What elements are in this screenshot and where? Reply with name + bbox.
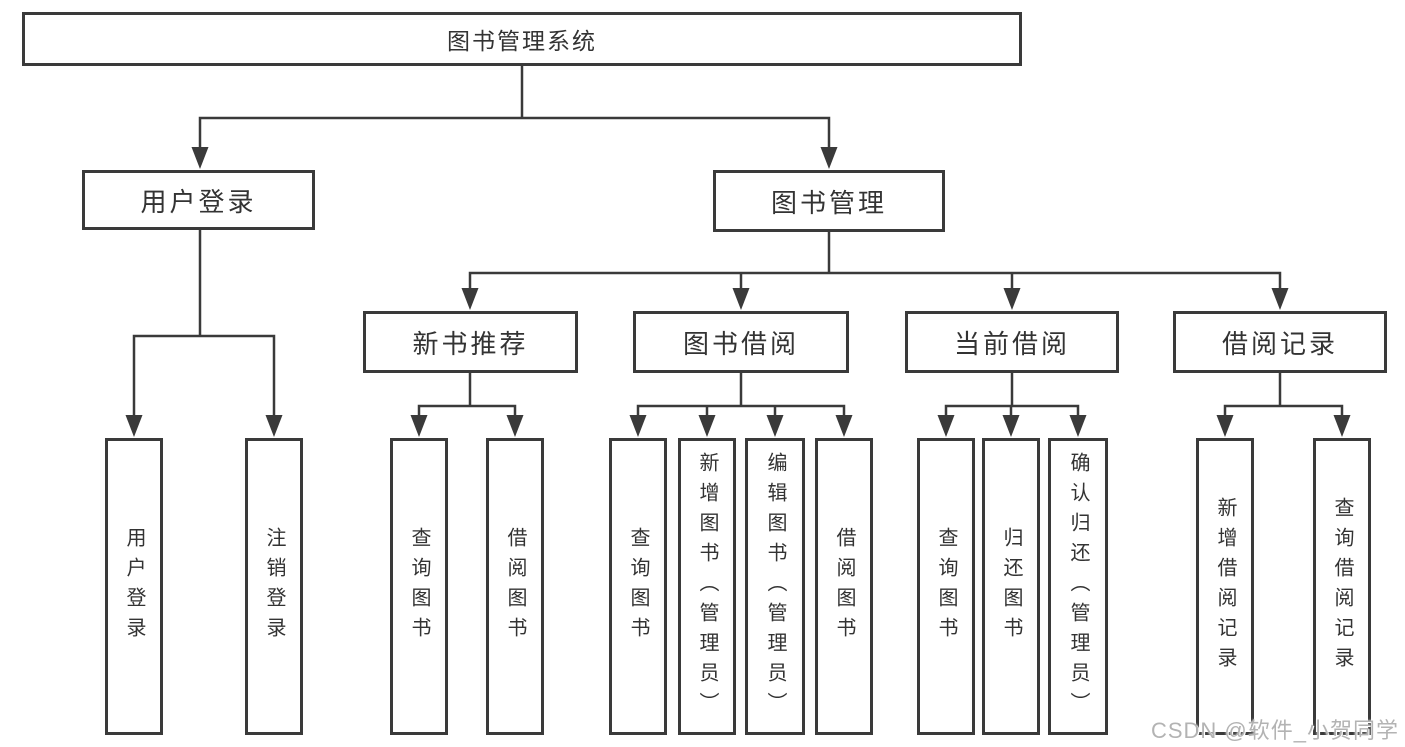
leaf-newbook-query-books: 查询图书 bbox=[390, 438, 448, 735]
leaf-borrowing-add-books-admin: 新增图书（管理员） bbox=[678, 438, 736, 735]
leaf-records-query-record: 查询借阅记录 bbox=[1313, 438, 1371, 735]
leaf-logout: 注销登录 bbox=[245, 438, 303, 735]
csdn-watermark: CSDN @软件_小贺同学 bbox=[1150, 718, 1399, 743]
leaf-label: 新增图书（管理员） bbox=[696, 451, 718, 722]
node-book-management: 图书管理 bbox=[713, 170, 945, 232]
leaf-borrowing-edit-books-admin: 编辑图书（管理员） bbox=[745, 438, 805, 735]
leaf-label: 用户登录 bbox=[123, 526, 145, 647]
leaf-label: 查询图书 bbox=[627, 526, 649, 647]
leaf-current-confirm-return-admin: 确认归还（管理员） bbox=[1048, 438, 1108, 735]
node-root: 图书管理系统 bbox=[22, 12, 1022, 66]
leaf-records-add-record: 新增借阅记录 bbox=[1196, 438, 1254, 735]
leaf-label: 借阅图书 bbox=[504, 526, 526, 647]
node-new-book-recommend: 新书推荐 bbox=[363, 311, 578, 373]
leaf-newbook-borrow-books: 借阅图书 bbox=[486, 438, 544, 735]
leaf-label: 新增借阅记录 bbox=[1214, 496, 1236, 677]
leaf-current-return-books: 归还图书 bbox=[982, 438, 1040, 735]
leaf-current-query-books: 查询图书 bbox=[917, 438, 975, 735]
leaf-user-login: 用户登录 bbox=[105, 438, 163, 735]
node-borrowing-records: 借阅记录 bbox=[1173, 311, 1387, 373]
node-book-borrowing: 图书借阅 bbox=[633, 311, 849, 373]
leaf-borrowing-borrow-books: 借阅图书 bbox=[815, 438, 873, 735]
leaf-label: 查询借阅记录 bbox=[1331, 496, 1353, 677]
leaf-label: 注销登录 bbox=[263, 526, 285, 647]
leaf-label: 查询图书 bbox=[935, 526, 957, 647]
node-user-login: 用户登录 bbox=[82, 170, 315, 230]
node-current-borrowing: 当前借阅 bbox=[905, 311, 1119, 373]
leaf-label: 借阅图书 bbox=[833, 526, 855, 647]
leaf-label: 查询图书 bbox=[408, 526, 430, 647]
leaf-label: 确认归还（管理员） bbox=[1067, 451, 1089, 722]
leaf-label: 编辑图书（管理员） bbox=[764, 451, 786, 722]
leaf-borrowing-query-books: 查询图书 bbox=[609, 438, 667, 735]
leaf-label: 归还图书 bbox=[1000, 526, 1022, 647]
